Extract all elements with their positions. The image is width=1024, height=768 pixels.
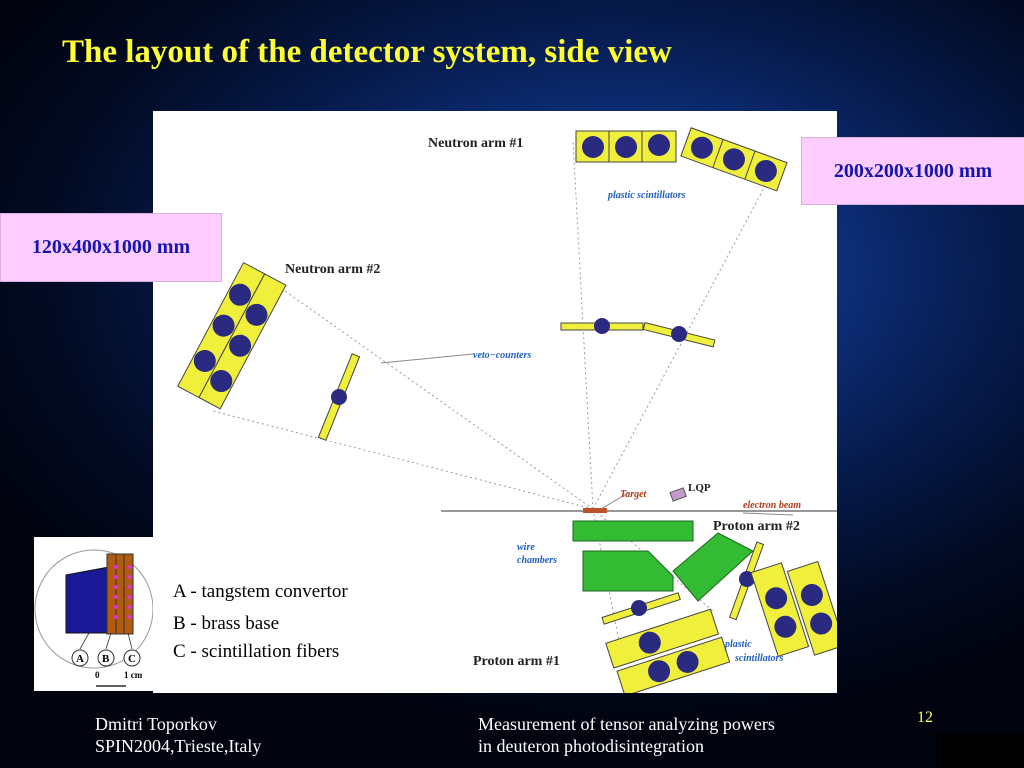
inset-scale-one: 1 cm <box>124 670 143 680</box>
proton-arm-1-label: Proton arm #1 <box>473 654 560 669</box>
slide-title: The layout of the detector system, side … <box>62 34 672 70</box>
neutron-arm-2-detector <box>177 261 287 410</box>
wire-chambers-label-line2: chambers <box>517 555 557 566</box>
wire-chambers-label-line1: wire <box>517 542 535 553</box>
callout-120x400: 120x400x1000 mm <box>0 213 222 282</box>
footer-talk-line2: in deuteron photodisintegration <box>478 736 704 756</box>
target-mark <box>583 508 607 513</box>
footer-author-name: Dmitri Toporkov <box>95 714 217 734</box>
footer-talk: Measurement of tensor analyzing powers i… <box>478 713 775 757</box>
neutron-arm-1-detector <box>575 127 788 192</box>
detector-diagram: Neutron arm #1 plastic scintillators Neu… <box>153 111 837 693</box>
plastic-bottom-label-line2: scintillators <box>734 653 783 664</box>
callout-200x200: 200x200x1000 mm <box>801 137 1024 205</box>
legend-c: C - scintillation fibers <box>173 641 340 662</box>
converter-inset: A B C 0 1 cm <box>34 537 154 691</box>
proton-arm-2-label: Proton arm #2 <box>713 519 800 534</box>
electron-beam-label: electron beam <box>743 500 801 511</box>
footer-conference: SPIN2004,Trieste,Italy <box>95 736 262 756</box>
lqp-mark <box>669 487 687 502</box>
detector-layout-svg: Neutron arm #1 plastic scintillators Neu… <box>177 127 837 693</box>
converter-inset-svg: A B C 0 1 cm <box>34 549 154 687</box>
proton-arm-2-detector <box>728 541 837 658</box>
page-number: 12 <box>917 709 933 726</box>
target-label: Target <box>620 489 648 500</box>
footer-talk-line1: Measurement of tensor analyzing powers <box>478 714 775 734</box>
inset-label-b: B <box>102 653 110 665</box>
legend-b: B - brass base <box>173 613 280 634</box>
proton-arm-1-detector <box>601 592 731 693</box>
veto-counters-label: veto−counters <box>473 350 531 361</box>
wire-chambers <box>572 520 754 602</box>
inset-scale-zero: 0 <box>95 670 100 680</box>
lqp-label: LQP <box>688 482 711 494</box>
neutron-arm-2-label: Neutron arm #2 <box>285 262 380 277</box>
plastic-scintillators-top-label: plastic scintillators <box>607 190 686 201</box>
inset-label-c: C <box>128 653 136 665</box>
inset-label-a: A <box>76 653 84 665</box>
plastic-bottom-label-line1: plastic <box>724 639 752 650</box>
footer-author: Dmitri Toporkov SPIN2004,Trieste,Italy <box>95 713 261 757</box>
corner-block <box>936 733 1024 768</box>
label-arrows <box>380 353 794 516</box>
neutron-arm-1-label: Neutron arm #1 <box>428 136 523 151</box>
veto-counters <box>317 318 716 441</box>
legend-a: A - tangstem convertor <box>173 581 348 602</box>
